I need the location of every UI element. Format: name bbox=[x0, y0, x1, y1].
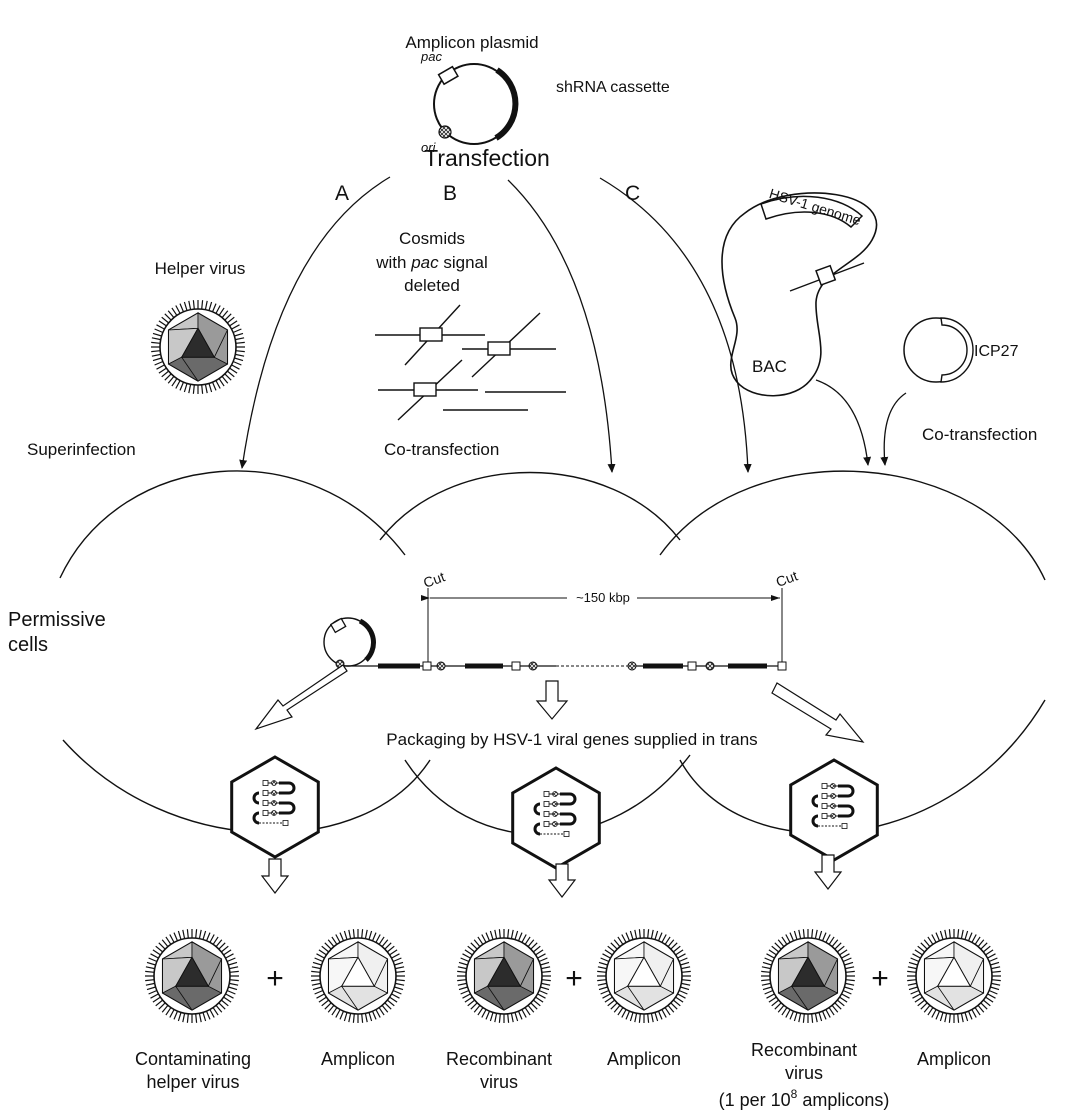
arrow-icp27 bbox=[880, 392, 907, 466]
label-recombinant-b: Recombinant bbox=[446, 1049, 552, 1069]
ori-label: ori bbox=[421, 140, 437, 155]
plus-c: + bbox=[871, 962, 889, 995]
plus-a: + bbox=[266, 962, 284, 995]
amplicon-particle-b bbox=[597, 929, 691, 1023]
bac-label: BAC bbox=[752, 357, 787, 376]
transfection-label: Transfection bbox=[424, 145, 550, 171]
contaminating-helper-virus bbox=[145, 929, 239, 1023]
arrow-bac bbox=[815, 379, 872, 466]
recombinant-virus-b bbox=[457, 929, 551, 1023]
cotransfection-c-label: Co-transfection bbox=[922, 425, 1037, 444]
permissive-label-2: cells bbox=[8, 634, 48, 656]
label-amplicon-c: Amplicon bbox=[917, 1049, 991, 1069]
label-recombinant-c: Recombinant bbox=[751, 1040, 857, 1060]
arrow-a bbox=[239, 176, 391, 469]
superinfection-label: Superinfection bbox=[27, 440, 136, 459]
packaging-label: Packaging by HSV-1 viral genes supplied … bbox=[386, 730, 757, 749]
label-contaminating: Contaminating bbox=[135, 1049, 251, 1069]
hollow-arrow-a bbox=[254, 664, 348, 731]
down-arrow-b bbox=[547, 863, 577, 898]
label-amplicon-b: Amplicon bbox=[607, 1049, 681, 1069]
down-arrow-c bbox=[813, 854, 843, 890]
hollow-arrow-b bbox=[535, 680, 569, 720]
label-helper-virus: helper virus bbox=[146, 1072, 239, 1092]
helper-virus-particle bbox=[151, 300, 245, 394]
helper-virus-label: Helper virus bbox=[155, 259, 246, 278]
pac-site bbox=[437, 65, 459, 86]
branch-c-label: C bbox=[625, 182, 640, 205]
amplicon-particle-a bbox=[311, 929, 405, 1023]
label-ratio-c: (1 per 108 amplicons) bbox=[719, 1087, 890, 1110]
packaged-capsid-b bbox=[511, 766, 601, 870]
icp27-plasmid: ICP27 bbox=[903, 317, 1019, 383]
size-label: ~150 kbp bbox=[576, 590, 630, 605]
shrna-label: shRNA cassette bbox=[556, 79, 670, 96]
plus-b: + bbox=[565, 962, 583, 995]
hollow-arrow-c bbox=[771, 682, 865, 743]
svg-text:Cosmids: Cosmids bbox=[399, 229, 465, 248]
svg-text:deleted: deleted bbox=[404, 276, 460, 295]
cosmid-fragments bbox=[375, 304, 566, 421]
amplicon-plasmid: Amplicon plasmid pac ori shRNA cassette … bbox=[405, 33, 670, 171]
down-arrow-a bbox=[260, 858, 290, 894]
svg-text:with pac signal: with pac signal bbox=[375, 253, 488, 272]
packaged-capsid-c bbox=[789, 758, 879, 862]
arrow-c bbox=[599, 177, 752, 473]
recombinant-virus-c bbox=[761, 929, 855, 1023]
icp27-label: ICP27 bbox=[974, 343, 1019, 360]
bac-genome: HSV-1 genome BAC bbox=[721, 185, 878, 397]
branch-a-label: A bbox=[335, 182, 349, 205]
permissive-label-1: Permissive bbox=[8, 609, 106, 631]
cotransfection-b-label: Co-transfection bbox=[384, 440, 499, 459]
plasmid-title: Amplicon plasmid bbox=[405, 33, 538, 52]
concatemer bbox=[323, 617, 787, 671]
cosmids-label: Cosmids with pac signal deleted bbox=[375, 229, 488, 295]
branch-b-label: B bbox=[443, 182, 457, 205]
ori-site bbox=[438, 125, 452, 139]
label-amplicon-a: Amplicon bbox=[321, 1049, 395, 1069]
amplicon-particle-c bbox=[907, 929, 1001, 1023]
cut-label-left: Cut bbox=[421, 568, 447, 591]
packaged-capsid-a bbox=[230, 755, 320, 859]
pac-label: pac bbox=[420, 49, 442, 64]
label-virus-c: virus bbox=[785, 1063, 823, 1083]
label-virus-b: virus bbox=[480, 1072, 518, 1092]
cut-label-right: Cut bbox=[774, 567, 800, 590]
arrow-b bbox=[507, 179, 616, 473]
